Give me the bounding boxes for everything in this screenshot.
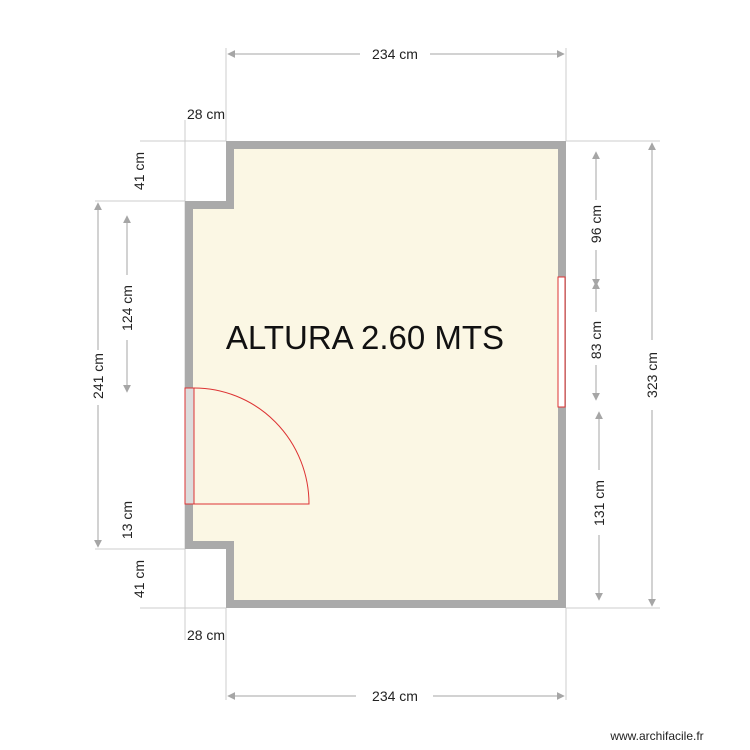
svg-text:83 cm: 83 cm — [588, 321, 604, 359]
dimension-top-notch-depth: 41 cm — [131, 152, 147, 190]
window[interactable] — [557, 276, 566, 408]
door-swing-arc — [193, 387, 310, 505]
svg-text:323 cm: 323 cm — [644, 352, 660, 398]
dimension-right-window-to-bottom: 131 cm — [591, 411, 607, 601]
dimension-right-window-width: 83 cm — [588, 281, 604, 401]
dimension-door-to-corner: 13 cm — [119, 501, 135, 539]
svg-text:241 cm: 241 cm — [90, 353, 106, 399]
door-frame — [184, 387, 195, 505]
dimension-bottom-notch-depth: 41 cm — [131, 560, 147, 598]
dimension-left-to-door: 124 cm — [119, 215, 135, 393]
dimension-right-total: 323 cm — [644, 142, 660, 607]
dimension-left-total: 241 cm — [90, 202, 106, 548]
svg-text:234 cm: 234 cm — [372, 688, 418, 704]
svg-text:131 cm: 131 cm — [591, 480, 607, 526]
door[interactable] — [184, 387, 310, 505]
svg-text:96 cm: 96 cm — [588, 205, 604, 243]
room-label: ALTURA 2.60 MTS — [226, 319, 504, 356]
dimension-bottom-notch-width: 28 cm — [187, 627, 225, 643]
svg-text:234 cm: 234 cm — [372, 46, 418, 62]
dimension-top-width: 234 cm — [227, 46, 565, 62]
room-floor — [189, 145, 562, 604]
dimension-top-notch-width: 28 cm — [187, 106, 225, 122]
dimension-right-top-to-window: 96 cm — [588, 151, 604, 287]
dimension-bottom-width: 234 cm — [227, 688, 565, 704]
svg-text:124 cm: 124 cm — [119, 285, 135, 331]
credit-link[interactable]: www.archifacile.fr — [609, 729, 703, 743]
